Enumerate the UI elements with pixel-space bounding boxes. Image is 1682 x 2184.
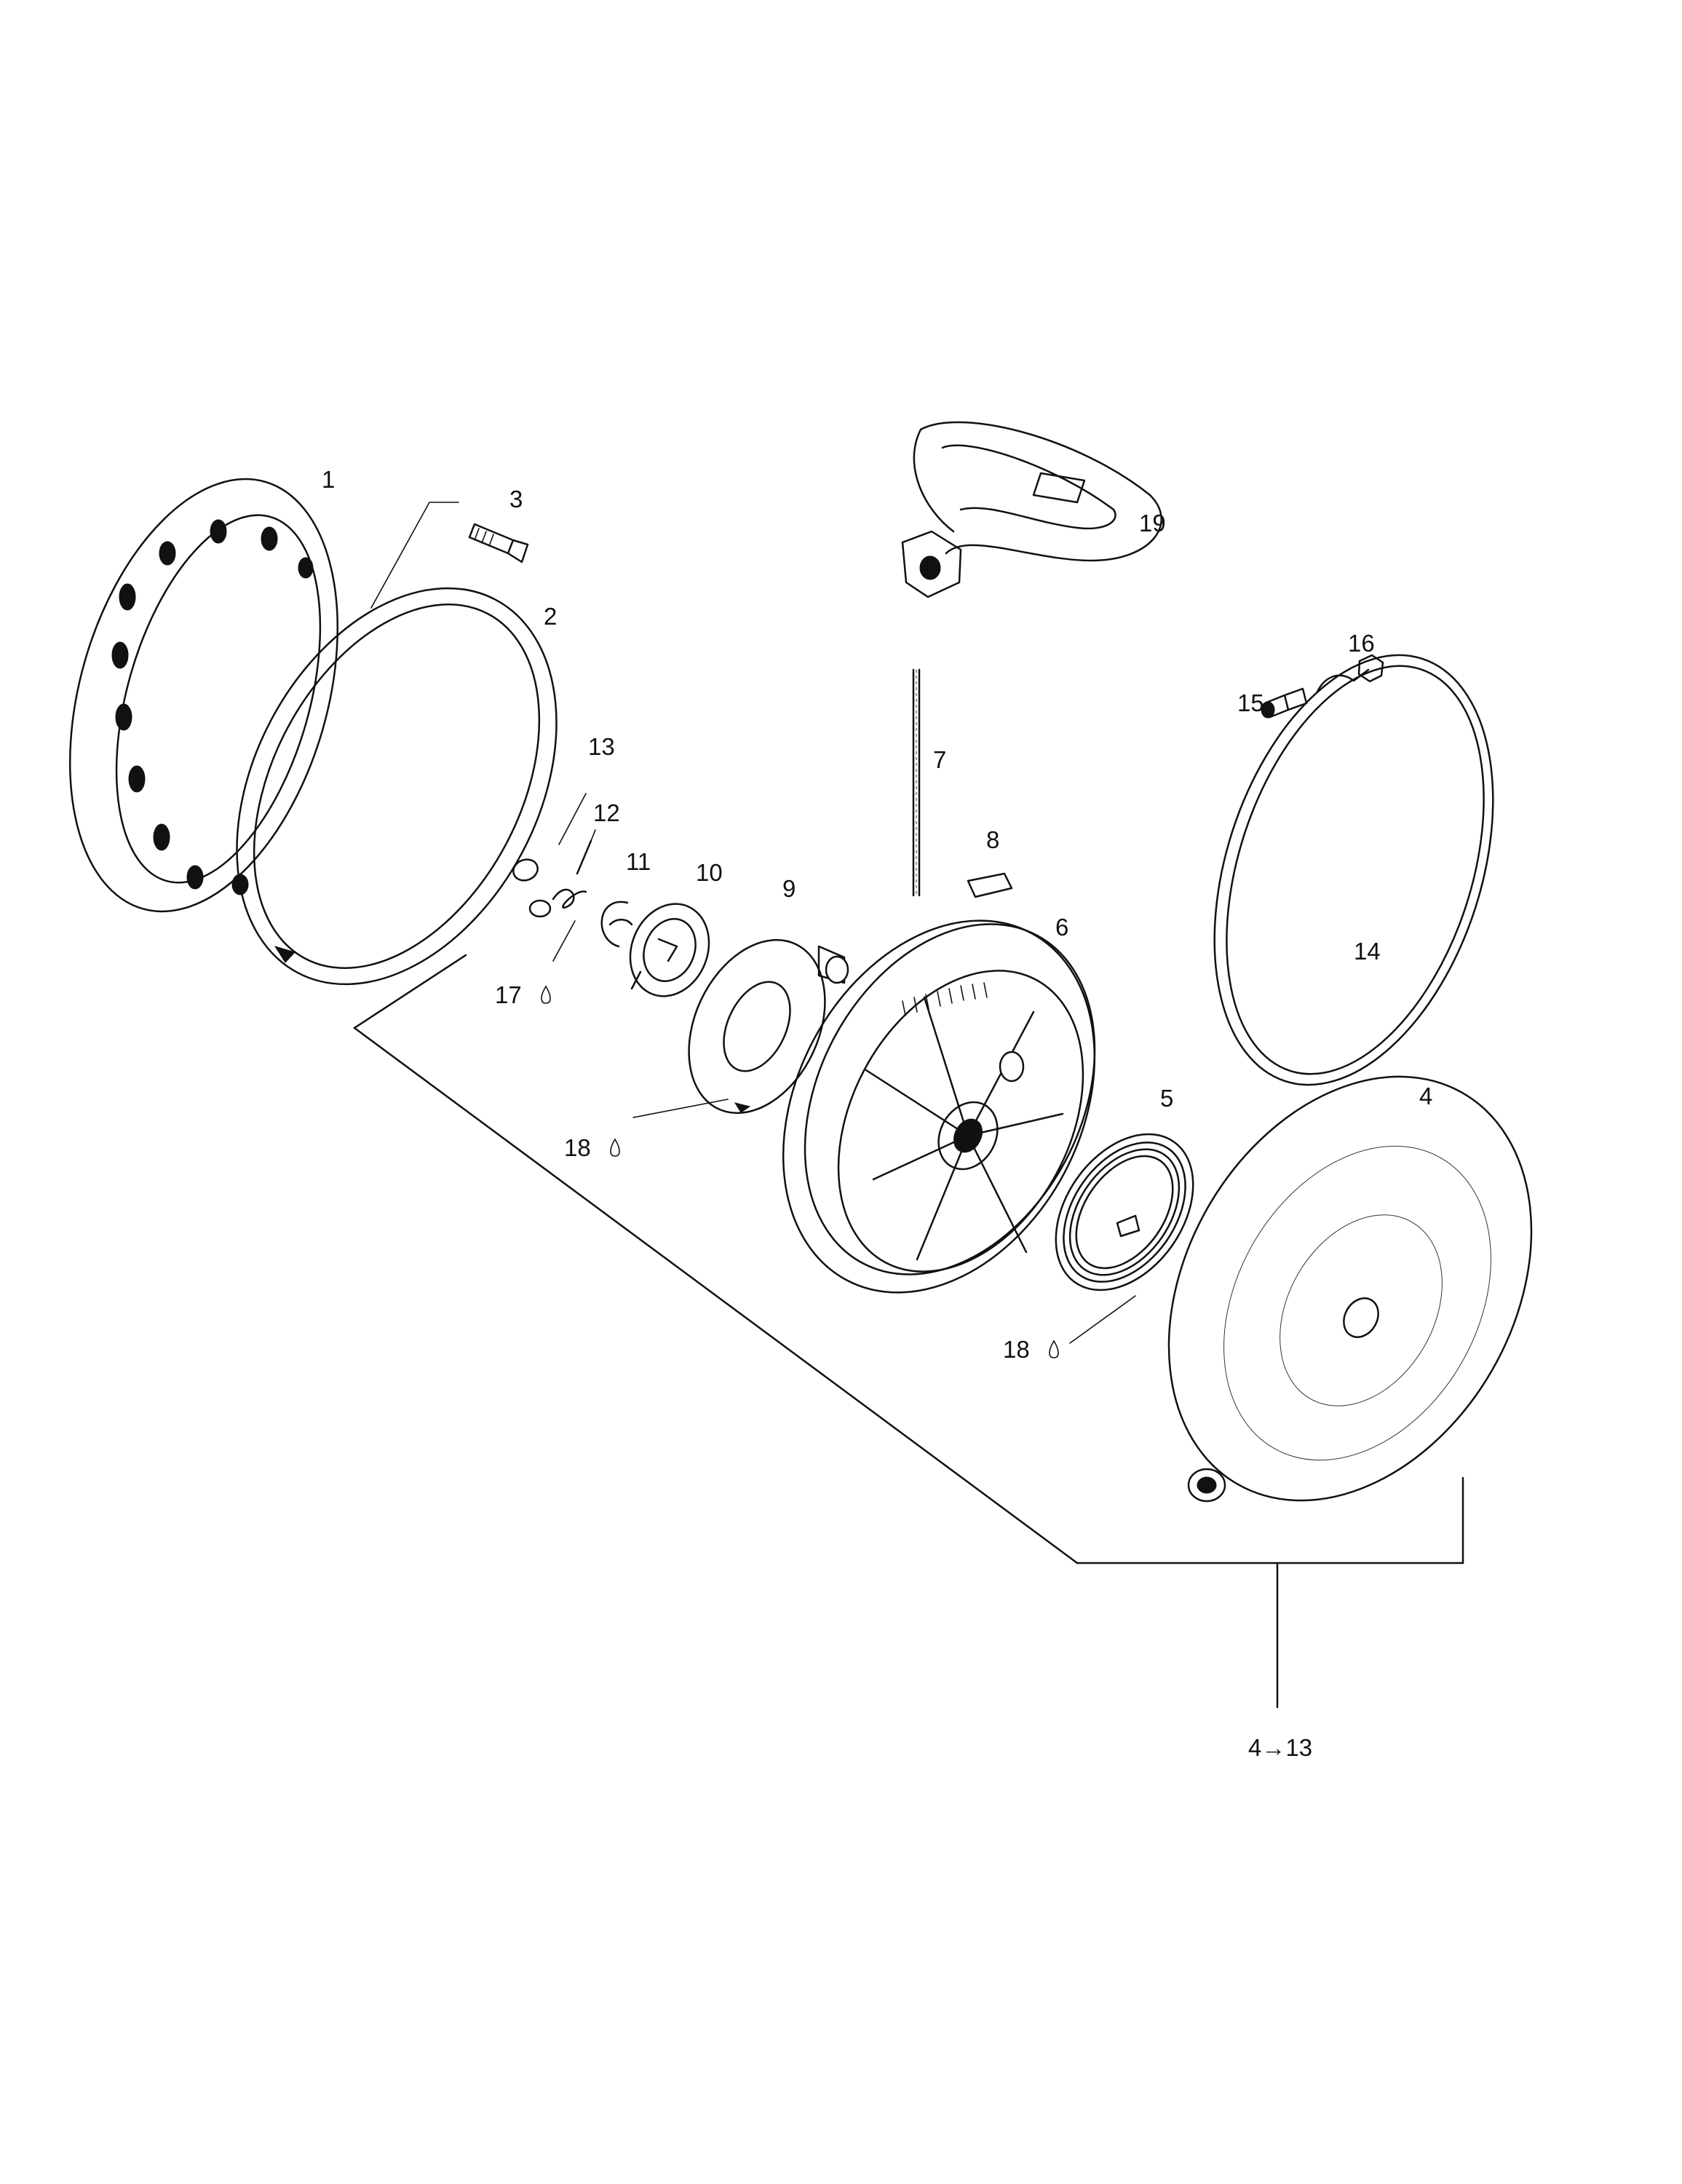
part-12-spring <box>528 839 592 918</box>
callout-4: 4 <box>1419 1083 1432 1109</box>
callout-6: 6 <box>1055 914 1068 941</box>
part-14-guide-ring <box>1213 654 1494 1086</box>
part-2-cover-ring <box>236 587 558 986</box>
part-11-clip <box>600 901 629 948</box>
part-8-clip <box>967 872 1013 898</box>
callout-18-left: 18 <box>564 1134 591 1161</box>
callout-8: 8 <box>986 826 999 853</box>
part-10-pawl <box>629 903 710 997</box>
leader-3 <box>370 502 459 609</box>
part-15-screw <box>1261 687 1308 719</box>
part-9-friction-plate <box>688 938 849 1115</box>
callout-12: 12 <box>593 799 620 826</box>
callout-7: 7 <box>933 746 946 773</box>
callout-2: 2 <box>544 603 557 630</box>
part-6-pulley <box>782 919 1096 1294</box>
callout-18-right: 18 <box>1003 1336 1030 1363</box>
callout-9: 9 <box>782 875 796 902</box>
part-4-cover <box>1167 1075 1533 1503</box>
leader-12 <box>590 829 596 842</box>
part-17-drop-icon <box>541 985 551 1004</box>
callout-3: 3 <box>509 486 523 513</box>
callout-15: 15 <box>1237 689 1264 716</box>
leader-17 <box>552 920 576 962</box>
assembly-bracket-4-13 <box>353 954 1464 1709</box>
callout-1: 1 <box>322 466 335 493</box>
callout-14: 14 <box>1354 938 1381 965</box>
callout-19: 19 <box>1139 510 1166 537</box>
callout-10: 10 <box>696 859 723 886</box>
part-13-ring <box>512 858 539 882</box>
callout-assembly-4-13: 4→13 <box>1248 1734 1312 1761</box>
leader-13 <box>558 793 587 845</box>
part-5-recoil-spring <box>1055 1133 1194 1291</box>
callout-11: 11 <box>626 848 651 875</box>
callout-16: 16 <box>1348 630 1375 657</box>
part-18-drop-icon-right <box>1049 1340 1059 1358</box>
callout-13: 13 <box>588 733 615 760</box>
leader-18-left <box>632 1099 729 1118</box>
leader-18-right <box>1069 1295 1136 1344</box>
part-19-rope-handle <box>901 421 1162 598</box>
part-1-starter-housing <box>68 478 339 913</box>
part-7-rope <box>912 668 921 897</box>
part-16-nut <box>1357 654 1384 683</box>
part-3-screw <box>468 523 529 563</box>
part-18-drop-icon-left <box>610 1138 620 1157</box>
callout-5: 5 <box>1160 1085 1173 1112</box>
callout-17: 17 <box>495 981 522 1008</box>
